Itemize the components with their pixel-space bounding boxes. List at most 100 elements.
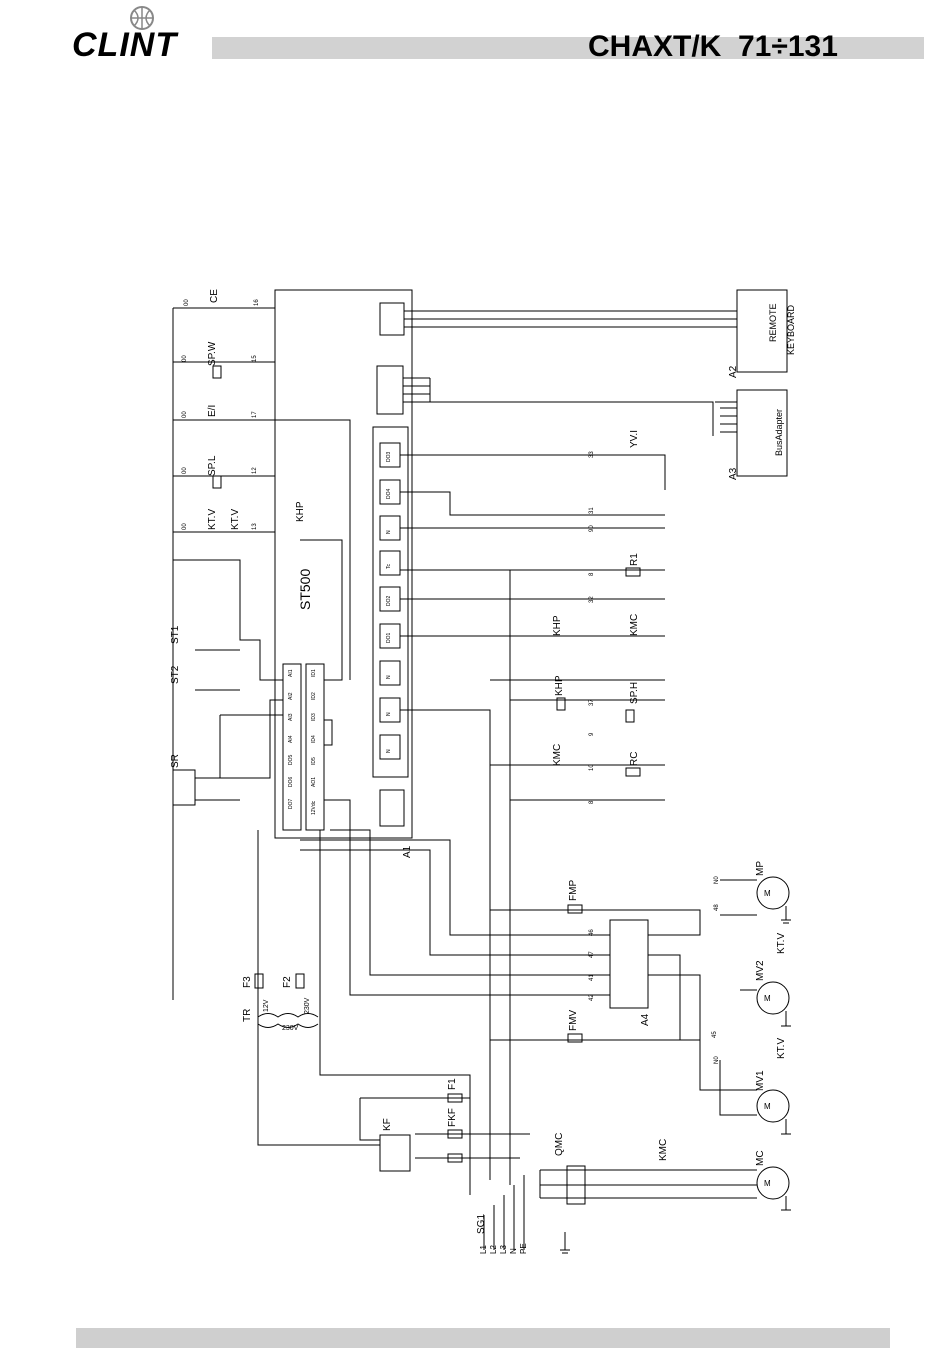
label-khp-3: KHP xyxy=(554,675,565,696)
label-a2: A2 xyxy=(728,365,739,378)
wire-n0a: N0 xyxy=(714,876,720,884)
footer-bar xyxy=(76,1328,890,1348)
label-l2: L2 xyxy=(489,1245,498,1254)
term-id4: ID4 xyxy=(311,735,317,743)
wire-17: 17 xyxy=(252,411,258,418)
remote-keyboard-box xyxy=(736,289,788,373)
bus-adapter-box xyxy=(736,389,788,477)
wire-47: 47 xyxy=(589,951,595,958)
label-spl: SP.L xyxy=(207,455,218,476)
label-remote: REMOTE xyxy=(768,303,778,342)
header-bar xyxy=(212,37,924,59)
wire-00-5: 00 xyxy=(182,523,188,530)
wire-32: 32 xyxy=(589,596,595,603)
term-12vdc: 12Vdc xyxy=(311,800,317,815)
label-sr: SR xyxy=(170,754,181,768)
term-n-1: N xyxy=(386,530,392,534)
wire-45: 45 xyxy=(712,1031,718,1038)
wire-10: 10 xyxy=(589,764,595,771)
term-do2: DO2 xyxy=(386,596,392,607)
term-do6: DO6 xyxy=(288,777,294,788)
term-id2: ID2 xyxy=(311,692,317,700)
term-n-3: N xyxy=(386,712,392,716)
label-khp-2: KHP xyxy=(552,615,563,636)
label-keyboard: KEYBOARD xyxy=(786,304,796,355)
label-yvi: YV.I xyxy=(629,430,640,448)
term-do1: DO1 xyxy=(386,633,392,644)
label-mp: MP xyxy=(755,861,766,876)
label-rc: RC xyxy=(629,752,640,766)
label-fmv: FMV xyxy=(568,1010,579,1031)
term-tc: Tc xyxy=(386,564,392,570)
label-st2: ST2 xyxy=(170,665,181,684)
label-st1: ST1 xyxy=(170,625,181,644)
wire-37: 37 xyxy=(589,699,595,706)
label-qmc: QMC xyxy=(554,1133,565,1156)
term-id1: ID1 xyxy=(311,669,317,677)
a4-module-box xyxy=(609,919,649,1009)
label-a1: A1 xyxy=(402,845,413,858)
wire-9: 9 xyxy=(589,732,595,736)
label-l1: L1 xyxy=(479,1245,488,1254)
label-st500: ST500 xyxy=(297,569,313,610)
wire-33: 33 xyxy=(589,451,595,458)
model-title: CHAXT/K 71÷131 xyxy=(588,30,838,63)
term-do4: DO4 xyxy=(386,489,392,500)
motor-mv1 xyxy=(756,1089,790,1123)
wire-31: 31 xyxy=(589,507,595,514)
motor-letter-mv1: M xyxy=(764,1102,771,1111)
label-fmp: FMP xyxy=(568,880,579,901)
wire-00-4: 00 xyxy=(182,467,188,474)
term-n-4: N xyxy=(386,749,392,753)
label-ktv-1: KT.V xyxy=(207,509,218,530)
term-ai1: AI1 xyxy=(288,669,294,677)
wire-42: 42 xyxy=(589,994,595,1001)
wire-46: 46 xyxy=(589,929,595,936)
wire-n0b: N0 xyxy=(714,1056,720,1064)
wire-48: 48 xyxy=(714,904,720,911)
wire-12: 12 xyxy=(252,467,258,474)
label-mv2: MV2 xyxy=(755,960,766,981)
label-mc: MC xyxy=(755,1150,766,1166)
wire-15: 15 xyxy=(252,355,258,362)
controller-box xyxy=(274,289,413,839)
wire-90: 90 xyxy=(589,525,595,532)
label-khp: KHP xyxy=(295,501,306,522)
label-ei: E/I xyxy=(207,405,218,417)
label-ktv-3: KT.V xyxy=(776,933,787,954)
term-id3: ID3 xyxy=(311,713,317,721)
wire-13: 13 xyxy=(252,523,258,530)
label-f3: F3 xyxy=(242,976,253,988)
term-do7: DO7 xyxy=(288,799,294,810)
wire-8b: 8 xyxy=(589,800,595,804)
label-230v-2: 230V xyxy=(282,1025,299,1032)
label-n: N xyxy=(509,1248,518,1254)
motor-mp xyxy=(756,876,790,910)
motor-mv2 xyxy=(756,981,790,1015)
label-ktv-4: KT.V xyxy=(776,1038,787,1059)
label-mv1: MV1 xyxy=(755,1070,766,1091)
term-ao1: AO1 xyxy=(311,777,317,787)
label-spw: SP.W xyxy=(207,341,218,366)
label-a3: A3 xyxy=(728,467,739,480)
label-busadapter: BusAdapter xyxy=(774,409,784,456)
motor-mc xyxy=(756,1166,790,1200)
wire-00-1: 00 xyxy=(184,299,190,306)
label-l3: L3 xyxy=(499,1245,508,1254)
term-do3: DO3 xyxy=(386,452,392,463)
wire-41: 41 xyxy=(589,974,595,981)
label-kmc-3: KMC xyxy=(658,1139,669,1161)
label-230v-1: 230V xyxy=(304,997,311,1014)
label-fkf: FKF xyxy=(447,1108,458,1127)
brand-logo: CLINT xyxy=(72,26,178,64)
term-ai2: AI2 xyxy=(288,692,294,700)
wire-16: 16 xyxy=(254,299,260,306)
motor-letter-mp: M xyxy=(764,889,771,898)
label-sg1: SG1 xyxy=(476,1214,487,1234)
label-ktv-2: KT.V xyxy=(230,509,241,530)
wire-00-2: 00 xyxy=(182,355,188,362)
label-kmc-1: KMC xyxy=(629,614,640,636)
clint-globe-icon xyxy=(130,6,154,30)
wire-8a: 8 xyxy=(589,572,595,576)
